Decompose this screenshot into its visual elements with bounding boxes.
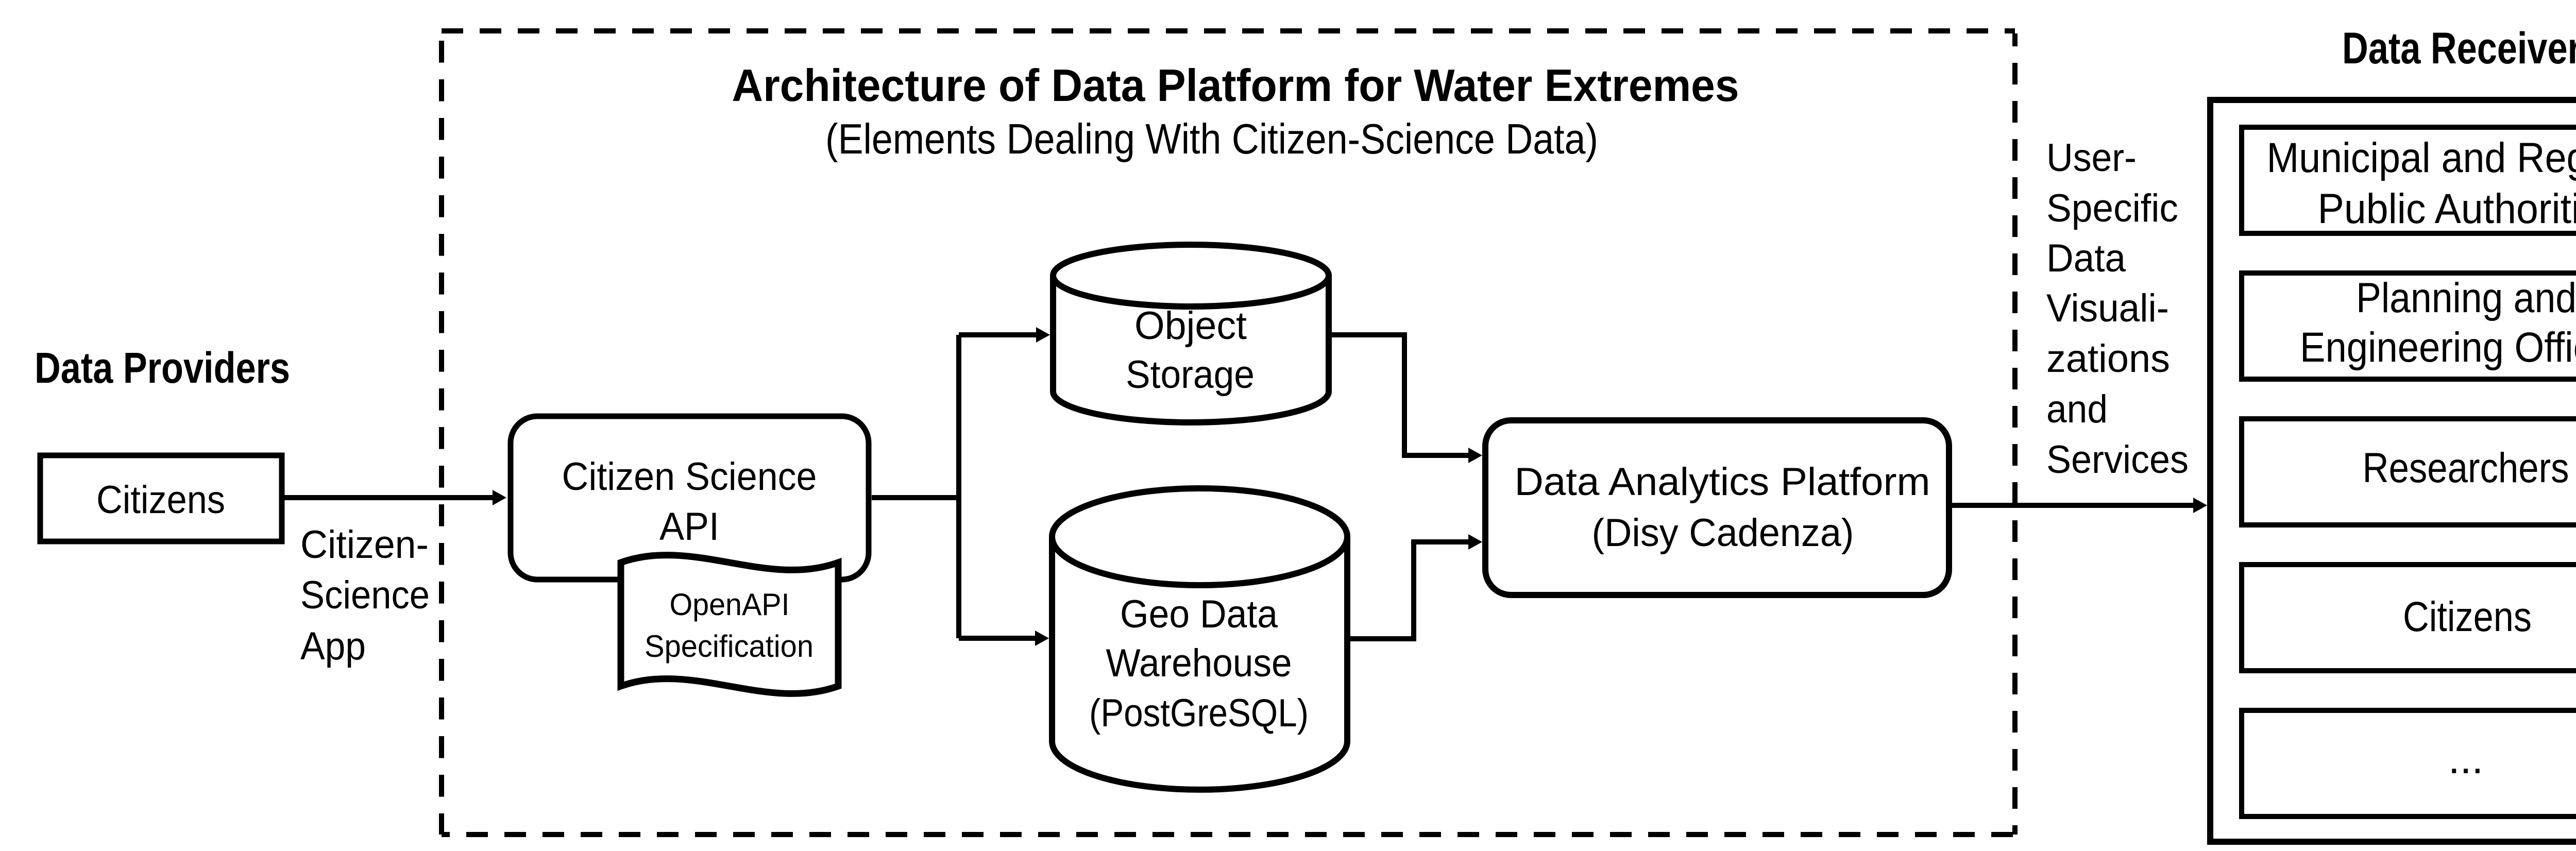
svg-text:API: API [659,505,719,549]
svg-text:App: App [300,624,366,668]
svg-text:OpenAPI: OpenAPI [670,587,790,622]
svg-text:and: and [2046,387,2108,431]
svg-text:Object: Object [1134,304,1247,348]
svg-text:Planning and: Planning and [2356,275,2576,321]
svg-text:Services: Services [2046,438,2189,482]
svg-text:zations: zations [2046,337,2170,381]
svg-text:Architecture of Data Platform: Architecture of Data Platform for Water … [732,60,1739,111]
svg-text:Data Analytics Platform: Data Analytics Platform [1515,460,1930,504]
svg-text:Public Authorities: Public Authorities [2318,185,2576,232]
svg-text:(Disy Cadenza): (Disy Cadenza) [1592,511,1854,555]
svg-text:User-: User- [2046,136,2137,180]
svg-text:...: ... [2448,736,2483,782]
svg-text:Data Providers: Data Providers [35,344,290,392]
svg-text:Visuali-: Visuali- [2046,286,2169,330]
svg-text:Municipal and Regional: Municipal and Regional [2267,134,2576,181]
svg-text:Specific: Specific [2046,186,2178,230]
svg-text:Data: Data [2046,236,2126,280]
svg-text:(Elements Dealing With Citizen: (Elements Dealing With Citizen-Science D… [825,115,1598,163]
svg-text:Citizen-: Citizen- [300,523,429,567]
svg-text:Geo Data: Geo Data [1120,592,1278,636]
svg-text:(PostGreSQL): (PostGreSQL) [1089,691,1309,735]
svg-text:Citizens: Citizens [96,478,225,522]
svg-text:Warehouse: Warehouse [1106,641,1292,685]
svg-text:Specification: Specification [645,629,814,663]
svg-text:Citizens: Citizens [2403,593,2532,640]
svg-text:Science: Science [300,573,430,617]
svg-text:Storage: Storage [1126,353,1255,397]
svg-text:Engineering Offices: Engineering Offices [2300,324,2576,371]
svg-text:Researchers: Researchers [2363,445,2569,491]
svg-text:Data Receivers: Data Receivers [2342,24,2576,73]
svg-text:Citizen Science: Citizen Science [562,455,817,499]
